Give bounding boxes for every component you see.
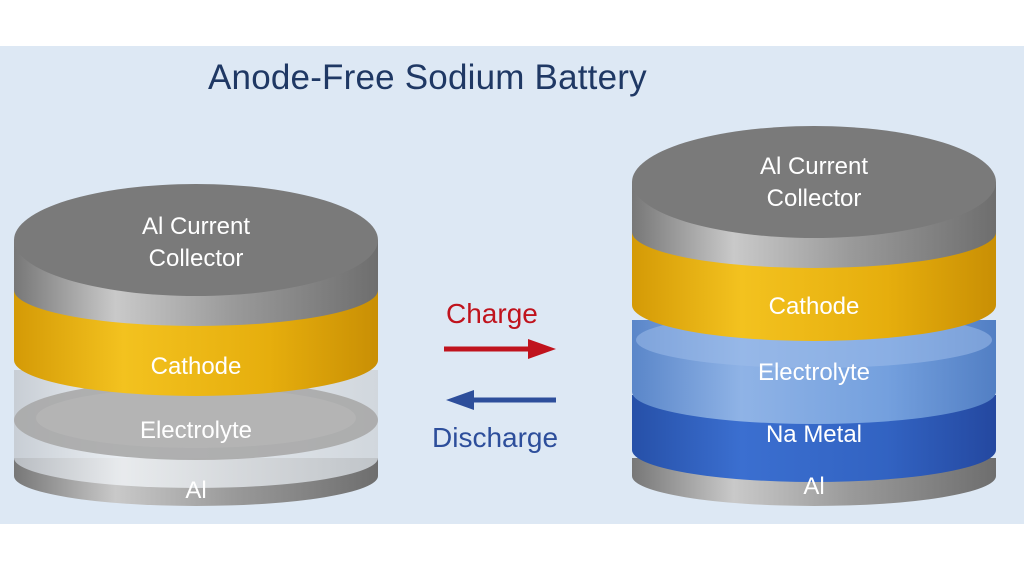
right-collector-label-2: Collector — [766, 185, 862, 212]
left-collector-label-2: Collector — [148, 245, 244, 272]
right-al-label: Al — [803, 473, 825, 500]
charge-arrow — [444, 339, 556, 359]
left-collector-top — [14, 184, 378, 296]
left-al-top-shade — [36, 388, 356, 448]
charge-label: Charge — [446, 298, 538, 329]
discharge-label: Discharge — [432, 422, 559, 453]
left-cathode-label: Cathode — [150, 353, 242, 380]
left-electrolyte-label: Electrolyte — [139, 417, 253, 444]
left-collector-label-1: Al Current — [141, 213, 251, 240]
right-collector-label-1: Al Current — [759, 153, 869, 180]
right-cathode-label: Cathode — [768, 293, 860, 320]
right-electrolyte-label: Electrolyte — [757, 359, 871, 386]
right-na-metal-label: Na Metal — [765, 421, 863, 448]
left-al-label: Al — [185, 477, 207, 504]
page-title: Anode-Free Sodium Battery — [208, 58, 647, 97]
left-cell — [14, 184, 378, 506]
right-collector-top — [632, 126, 996, 238]
right-cell — [632, 126, 996, 506]
discharge-arrow — [446, 390, 556, 410]
